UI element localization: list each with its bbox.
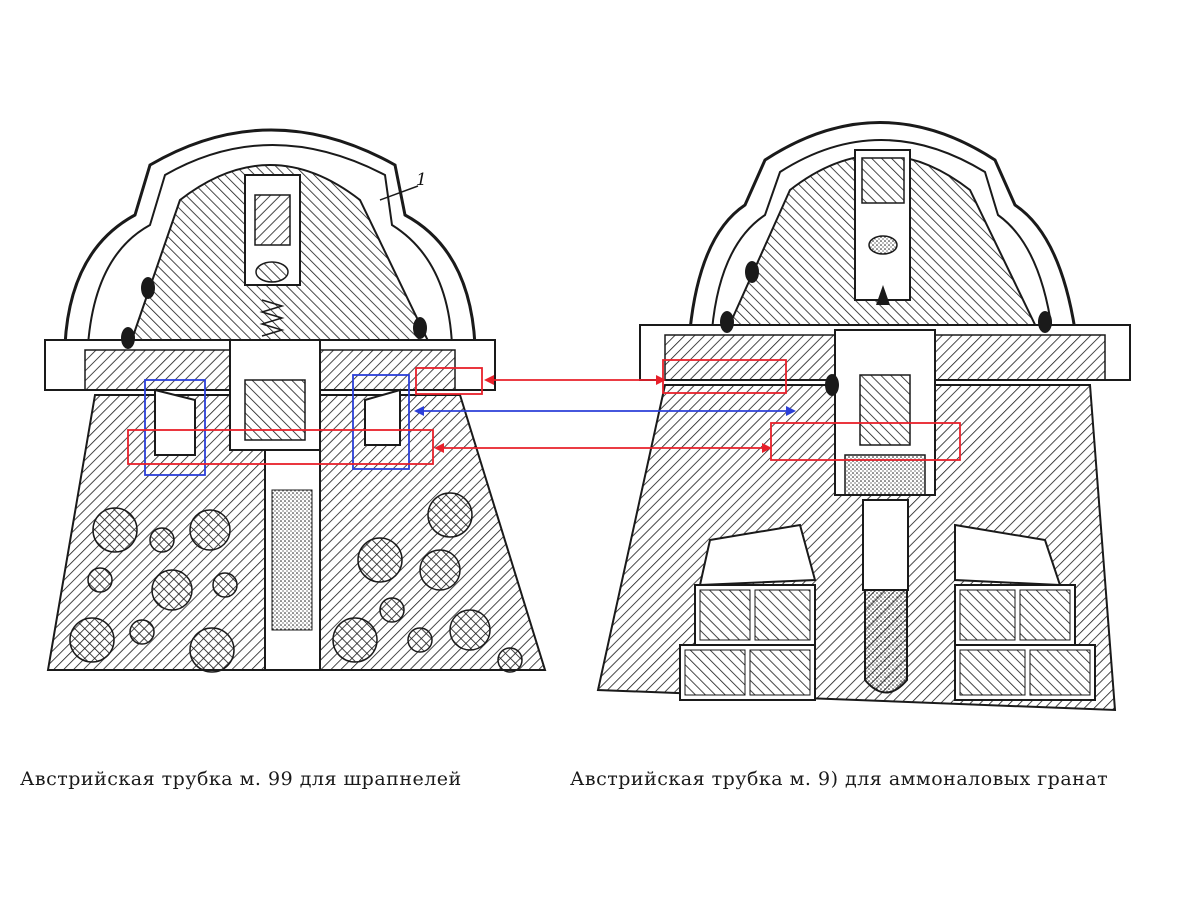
part-number-label: 1	[416, 170, 427, 190]
red-box-right-upper	[662, 359, 787, 394]
right-caption: Австрийская трубка м. 9) для аммоналовых…	[570, 768, 1109, 790]
red-box-left-lower	[127, 429, 434, 465]
red-box-left-upper	[415, 367, 483, 395]
blue-box-left-chamber-2	[352, 374, 410, 470]
left-fuse-drawing	[44, 128, 547, 673]
highlight-overlays	[127, 359, 961, 476]
blue-box-left-chamber-1	[144, 379, 206, 476]
connector-arrows	[414, 375, 796, 453]
right-fuse-drawing	[596, 121, 1131, 712]
left-caption: Австрийская трубка м. 99 для шрапнелей	[20, 768, 462, 790]
red-box-right-lower	[770, 422, 961, 461]
